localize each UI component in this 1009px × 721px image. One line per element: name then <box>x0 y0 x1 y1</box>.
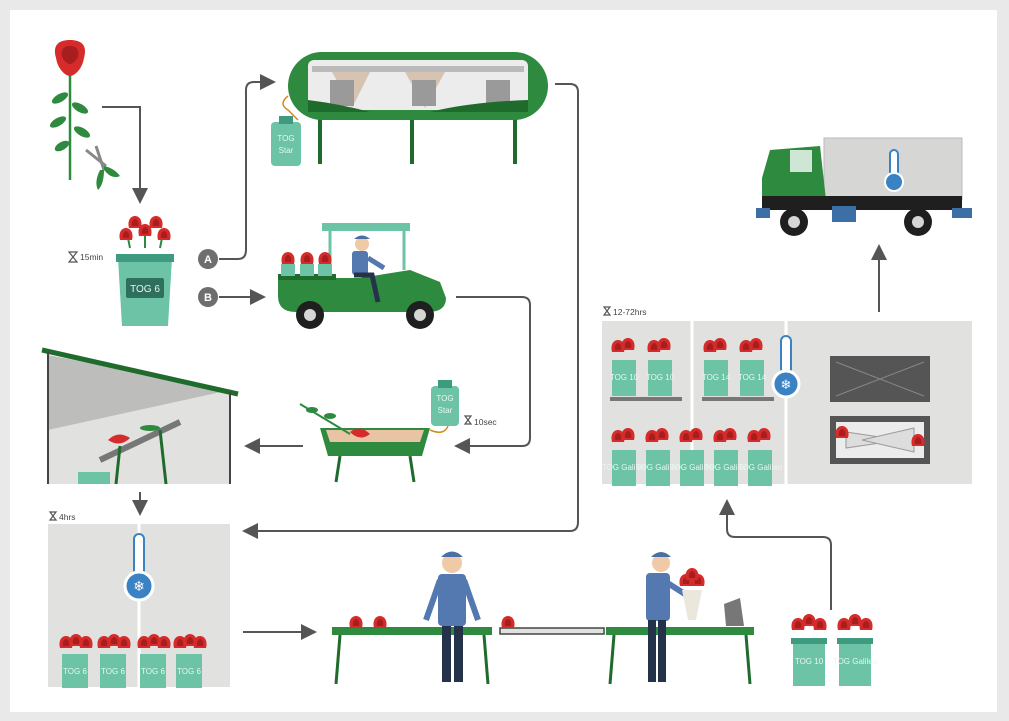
worker-icon <box>352 235 386 303</box>
truck-icon <box>756 137 972 236</box>
svg-text:Star: Star <box>279 146 294 155</box>
hourglass-icon <box>67 251 79 263</box>
grading-shed <box>41 347 239 485</box>
route-b-label: B <box>204 292 212 304</box>
packing-box-open <box>830 416 930 464</box>
thermometer-icon: ❄ <box>123 533 155 602</box>
cooler-bucket-label: TOG 6 <box>63 667 87 676</box>
time-10sec: 10sec <box>474 417 497 427</box>
spray-tank <box>282 52 548 164</box>
arrow-cut-to-bucket <box>102 106 148 204</box>
route-a-badge: A <box>198 249 218 269</box>
storage-buckets: TOG 10 TOG 10 TOG 14 TOG 14 TOG Galileo … <box>602 338 783 486</box>
processing-tables <box>332 598 754 685</box>
hourglass-icon <box>463 415 473 425</box>
final-bucket-label-galileo: TOG Galileo <box>833 657 878 666</box>
snowflake-icon: ❄ <box>781 378 792 393</box>
shears-icon <box>85 145 120 190</box>
svg-text:TOG: TOG <box>277 134 294 143</box>
dip-bath <box>299 403 449 483</box>
svg-text:TOG Galileo: TOG Galileo <box>636 463 681 472</box>
thermometer-icon: ❄ <box>771 335 801 399</box>
worker-icon <box>646 552 705 682</box>
bucket-label: TOG 6 <box>130 284 160 295</box>
arrow-tank-to-cooler <box>242 83 579 539</box>
route-b-badge: B <box>198 287 218 307</box>
worker-icon <box>423 551 481 682</box>
svg-text:TOG Galileo: TOG Galileo <box>704 463 749 472</box>
packing-box-closed <box>830 356 930 402</box>
cooler-buckets: TOG 6 TOG 6 TOG 6 TOG 6 <box>59 634 207 688</box>
time-12-72hrs: 12-72hrs <box>613 307 647 317</box>
svg-text:TOG: TOG <box>436 394 453 403</box>
final-buckets: TOG 10 TOG Galileo <box>791 614 878 686</box>
hourglass-icon <box>602 306 612 316</box>
svg-text:TOG 6: TOG 6 <box>177 667 201 676</box>
svg-text:TOG 6: TOG 6 <box>101 667 125 676</box>
route-a-label: A <box>204 254 212 266</box>
svg-text:TOG 10: TOG 10 <box>610 373 639 382</box>
snowflake-icon: ❄ <box>133 579 145 595</box>
arrow-a-to-tank <box>219 74 276 260</box>
svg-text:TOG Galileo: TOG Galileo <box>670 463 715 472</box>
tog-star-bottle: TOG Star <box>271 116 301 166</box>
svg-text:TOG 10: TOG 10 <box>646 373 675 382</box>
harvest-bucket: TOG 6 <box>116 216 174 326</box>
svg-text:TOG 14: TOG 14 <box>738 373 767 382</box>
svg-text:TOG 6: TOG 6 <box>141 667 165 676</box>
hourglass-icon <box>48 511 58 521</box>
svg-text:TOG Galileo: TOG Galileo <box>738 463 783 472</box>
svg-text:TOG 14: TOG 14 <box>702 373 731 382</box>
arrow-cart-to-dip <box>454 296 531 454</box>
rose-stem-icon <box>49 40 91 180</box>
time-4hrs: 4hrs <box>59 512 76 522</box>
final-bucket-label-10: TOG 10 <box>795 657 824 666</box>
arrow-to-storage <box>719 499 832 610</box>
cart-icon <box>278 223 446 329</box>
time-15min: 15min <box>80 252 103 262</box>
tog-star-dip-bottle: TOG Star <box>431 380 459 426</box>
svg-text:Star: Star <box>438 406 453 415</box>
svg-text:TOG Galileo: TOG Galileo <box>602 463 647 472</box>
